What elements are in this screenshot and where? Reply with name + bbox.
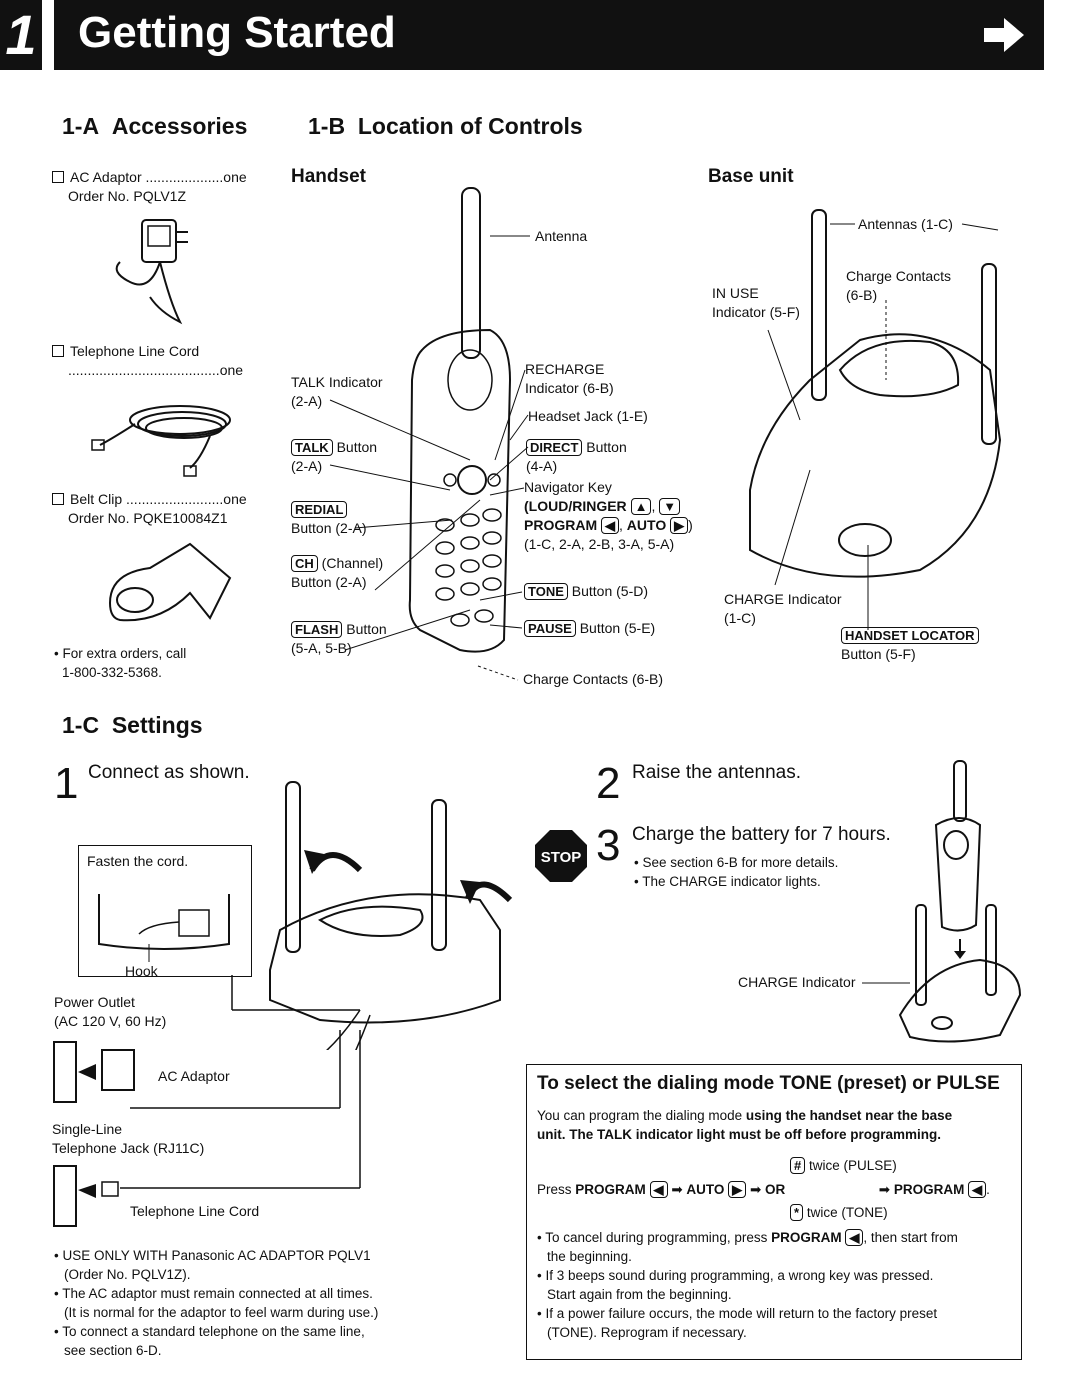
ac-adaptor-illustration	[115, 219, 188, 325]
base-unit-illustration	[749, 209, 1002, 578]
accessory-line-cord: Telephone Line Cord ....................…	[52, 342, 262, 380]
label-base-antennas: Antennas (1-C)	[858, 216, 953, 232]
chapter-number: 1	[0, 0, 42, 70]
wall-jack-illustration	[53, 1165, 119, 1227]
dialing-mode-box	[526, 1064, 1022, 1360]
base-connection-illustration	[269, 781, 513, 1050]
star-key-icon: *	[790, 1204, 804, 1221]
ac-adaptor-label: AC Adaptor	[158, 1068, 230, 1084]
arrow-icon: ➡	[671, 1182, 683, 1197]
program-sequence: Press PROGRAM ◀ ➡ AUTO ▶ ➡ OR ➡ PROGRAM …	[537, 1181, 990, 1198]
tone-option: * twice (TONE)	[790, 1203, 888, 1222]
label-handset-charge-contacts: Charge Contacts (6-B)	[523, 671, 664, 687]
pound-key-icon: #	[790, 1157, 806, 1174]
arrow-icon: ➡	[749, 1182, 762, 1197]
page-title: Getting Started	[78, 8, 396, 57]
label-talk-button: TALK Button(2-A)	[291, 439, 378, 474]
next-arrow-icon	[984, 18, 1024, 52]
label-talk-indicator: TALK Indicator(2-A)	[291, 374, 383, 409]
settings-notes: • USE ONLY WITH Panasonic AC ADAPTOR PQL…	[54, 1248, 379, 1358]
left-key-icon: ◀	[649, 1181, 668, 1198]
left-key-icon: ◀	[601, 517, 620, 534]
label-navigator-key: Navigator Key (LOUD/RINGER ▲, ▼ PROGRAM …	[524, 479, 693, 552]
stop-sign-icon: STOP	[535, 830, 587, 882]
label-headset-jack: Headset Jack (1-E)	[528, 408, 648, 424]
charging-handset-illustration	[898, 760, 1022, 1043]
label-base-charge-contacts: Charge Contacts(6-B)	[846, 268, 952, 303]
right-key-icon: ▶	[728, 1181, 747, 1198]
svg-text:STOP: STOP	[541, 849, 582, 866]
label-pause-button: PAUSE Button (5-E)	[524, 619, 655, 638]
step-1-number: 1	[54, 759, 79, 808]
line-cord-illustration	[91, 405, 231, 477]
checkbox-icon	[52, 493, 64, 505]
base-unit-title: Base unit	[708, 166, 794, 187]
step-3-text: Charge the battery for 7 hours.	[632, 824, 891, 845]
dialing-mode-title: To select the dialing mode TONE (preset)…	[537, 1073, 1000, 1094]
label-antenna: Antenna	[535, 228, 588, 244]
accessory-ac-adaptor: AC Adaptor ....................one Order…	[52, 168, 262, 206]
dialing-mode-intro: You can program the dialing mode using t…	[537, 1108, 953, 1142]
outlet-adaptor-illustration	[53, 1041, 135, 1103]
fasten-cord-label: Fasten the cord.	[87, 853, 189, 869]
belt-clip-illustration	[108, 542, 232, 622]
step-2-text: Raise the antennas.	[632, 762, 802, 783]
power-outlet-label: Power Outlet(AC 120 V, 60 Hz)	[54, 994, 167, 1029]
step-3-notes: • See section 6-B for more details. • Th…	[634, 855, 839, 889]
accessory-belt-clip: Belt Clip .........................one O…	[52, 490, 262, 528]
header-bar	[54, 0, 1044, 70]
step-1-text: Connect as shown.	[88, 762, 250, 783]
extra-orders-note: • For extra orders, call 1-800-332-5368.	[54, 646, 187, 680]
step-charge-indicator-label: CHARGE Indicator	[738, 974, 856, 990]
right-key-icon: ▶	[670, 517, 689, 534]
left-key-icon: ◀	[968, 1181, 987, 1198]
label-base-charge-indicator: CHARGE Indicator(1-C)	[724, 591, 842, 626]
pulse-option: # twice (PULSE)	[790, 1156, 897, 1175]
hook-label: Hook	[125, 963, 158, 979]
telephone-line-cord-label: Telephone Line Cord	[130, 1203, 260, 1219]
settings-heading: 1-C Settings	[62, 712, 203, 738]
label-channel-button: CH (Channel)Button (2-A)	[291, 555, 384, 590]
accessories-heading: 1-A Accessories	[62, 113, 248, 139]
label-tone-button: TONE Button (5-D)	[524, 582, 648, 601]
left-key-icon: ◀	[845, 1229, 864, 1246]
controls-heading: 1-B Location of Controls	[308, 113, 583, 139]
dialing-mode-notes: • To cancel during programming, press PR…	[537, 1229, 958, 1340]
handset-illustration	[408, 187, 512, 653]
step-2-number: 2	[596, 759, 621, 808]
arrow-icon: ➡	[878, 1182, 891, 1197]
up-key-icon: ▲	[630, 498, 652, 515]
down-key-icon: ▼	[659, 498, 681, 515]
checkbox-icon	[52, 345, 64, 357]
base-back-illustration	[98, 894, 230, 962]
handset-title: Handset	[291, 166, 366, 187]
label-flash-button: FLASH Button(5-A, 5-B)	[291, 621, 387, 656]
fasten-cord-inset: Fasten the cord. Hook	[78, 845, 252, 979]
checkbox-icon	[52, 171, 64, 183]
label-direct-button: DIRECT Button(4-A)	[526, 439, 627, 474]
step-3-number: 3	[596, 821, 621, 870]
